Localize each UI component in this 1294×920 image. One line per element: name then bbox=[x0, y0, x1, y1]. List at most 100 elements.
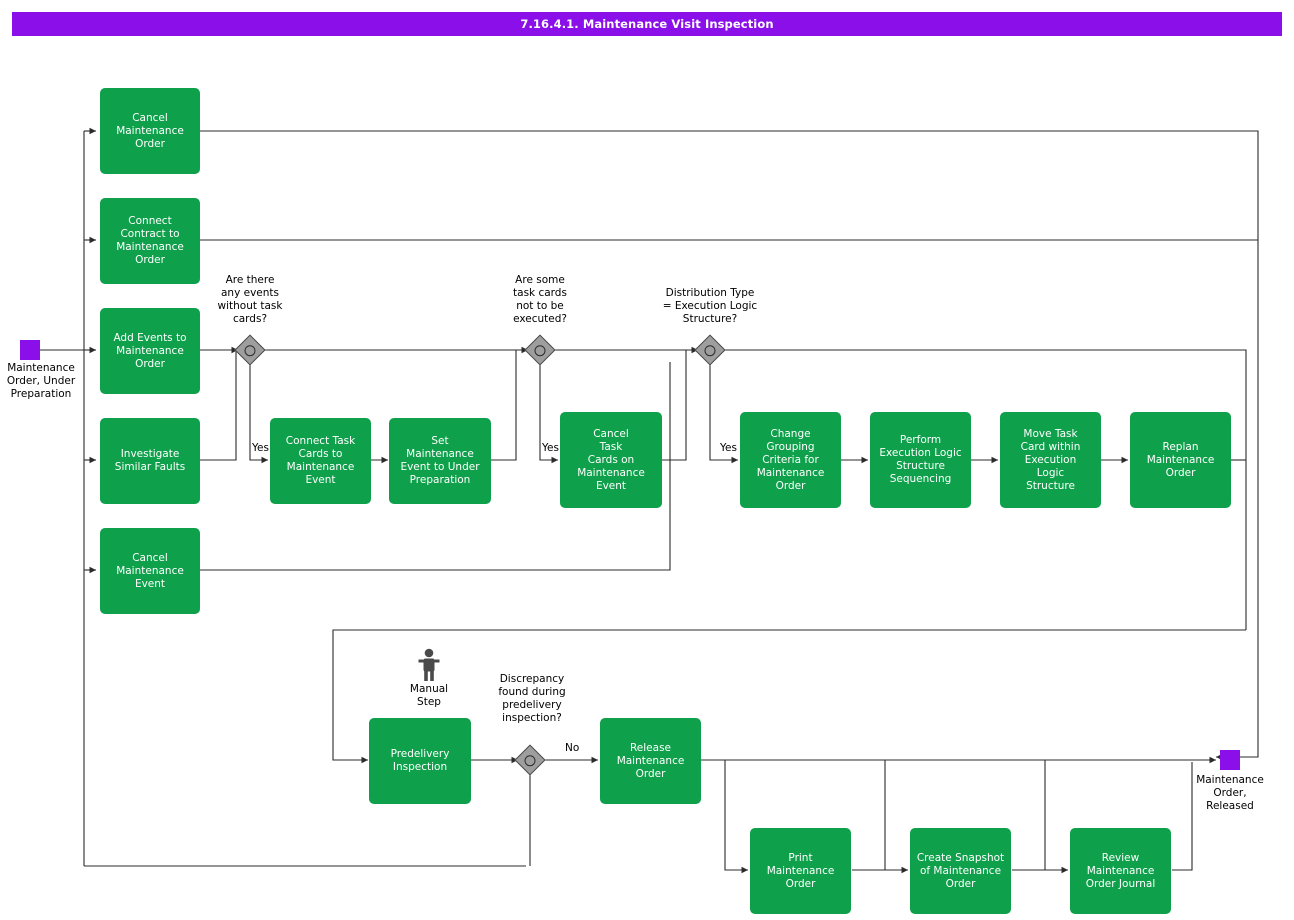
task-label-line: Maintenance bbox=[766, 864, 835, 877]
task-label-line: Cancel bbox=[132, 111, 168, 124]
task-label-line: Maintenance bbox=[756, 466, 825, 479]
task-label-line: Logic bbox=[1036, 466, 1065, 479]
gateway-event-icon bbox=[532, 342, 548, 358]
gateway-label-line: = Execution Logic bbox=[662, 300, 758, 312]
task-replan-maintenance-order[interactable]: Replan Maintenance Order bbox=[1130, 412, 1231, 508]
task-label-line: Order bbox=[135, 254, 165, 266]
task-label-line: Maintenance bbox=[1146, 453, 1215, 466]
task-add-events-to-maintenance-order[interactable]: Add Events to Maintenance Order bbox=[100, 308, 200, 394]
task-label-line: Cards to bbox=[298, 448, 343, 460]
task-cancel-task-cards-on-maintenance-event[interactable]: Cancel Task Cards on Maintenance Event bbox=[560, 412, 662, 508]
task-cancel-maintenance-order[interactable]: Cancel Maintenance Order bbox=[100, 88, 200, 174]
task-print-maintenance-order[interactable]: Print Maintenance Order bbox=[750, 828, 851, 914]
task-label-line: Maintenance bbox=[116, 344, 184, 357]
task-label-line: Maintenance bbox=[577, 466, 645, 479]
task-set-maintenance-event-to-under-preparation[interactable]: Set Maintenance Event to Under Preparati… bbox=[389, 418, 491, 504]
task-label-line: Review bbox=[1101, 851, 1140, 864]
task-change-grouping-criteria-for-maintenance-order[interactable]: Change Grouping Criteria for Maintenance… bbox=[740, 412, 841, 508]
task-label-line: Maintenance bbox=[616, 754, 685, 767]
task-move-task-card-within-execution-logic-structure[interactable]: Move Task Card within Execution Logic St… bbox=[1000, 412, 1101, 508]
task-label-line: Criteria for bbox=[762, 453, 819, 466]
task-label-line: Order bbox=[635, 767, 666, 780]
task-label-line: of Maintenance bbox=[919, 864, 1002, 877]
gateway-label-line: not to be bbox=[516, 300, 564, 312]
start-event-label-line1: Maintenance bbox=[7, 362, 75, 374]
edge-label-yes-1: Yes bbox=[251, 442, 270, 454]
task-label-line: Release bbox=[629, 741, 672, 754]
task-label-line: Order bbox=[135, 137, 165, 150]
task-label-line: Change bbox=[770, 427, 811, 440]
task-label-line: Order Journal bbox=[1085, 877, 1156, 890]
task-predelivery-inspection[interactable]: Predelivery Inspection bbox=[369, 718, 471, 804]
gateway-label-line: inspection? bbox=[502, 712, 562, 724]
task-label-line: Similar Faults bbox=[114, 461, 186, 473]
manual-step-label: Manual Step bbox=[392, 683, 466, 709]
edge-label-yes-2: Yes bbox=[541, 442, 560, 454]
task-label-line: Investigate bbox=[120, 448, 180, 460]
task-label-line: Maintenance bbox=[116, 241, 184, 253]
task-label-line: Replan bbox=[1162, 440, 1199, 453]
gateway-label-distribution-type: Distribution Type = Execution Logic Stru… bbox=[640, 287, 780, 326]
task-label-line: Order bbox=[785, 877, 816, 890]
task-label-line: Order bbox=[945, 877, 976, 890]
task-release-maintenance-order[interactable]: Release Maintenance Order bbox=[600, 718, 701, 804]
task-label-line: Move Task bbox=[1023, 427, 1078, 440]
task-label-line: Order bbox=[775, 479, 806, 492]
task-label-line: Print bbox=[788, 851, 813, 864]
start-event-label-line3: Preparation bbox=[10, 388, 72, 400]
task-label-line: Perform bbox=[899, 434, 942, 446]
task-label-line: Structure bbox=[1026, 479, 1075, 492]
gateway-label-discrepancy-predelivery: Discrepancy found during predelivery ins… bbox=[485, 673, 579, 725]
gateway-distribution-type[interactable] bbox=[694, 334, 726, 366]
gateway-label-line: Are some bbox=[515, 274, 565, 286]
task-label-line: Card within bbox=[1020, 440, 1081, 453]
task-label-line: Order bbox=[1165, 466, 1196, 479]
task-label-line: Maintenance bbox=[116, 564, 184, 577]
task-connect-contract-to-maintenance-order[interactable]: Connect Contract to Maintenance Order bbox=[100, 198, 200, 284]
edge-label-yes-3: Yes bbox=[719, 442, 738, 454]
task-label-line: Sequencing bbox=[889, 473, 952, 485]
start-event-label-line2: Order, Under bbox=[6, 375, 76, 387]
task-label-line: Cards on bbox=[587, 453, 635, 466]
gateway-events-without-task-cards[interactable] bbox=[234, 334, 266, 366]
task-label-line: Structure bbox=[896, 460, 945, 472]
gateway-event-icon bbox=[702, 342, 718, 358]
task-perform-execution-logic-structure-sequencing[interactable]: Perform Execution Logic Structure Sequen… bbox=[870, 412, 971, 508]
end-event-label: Maintenance Order, Released bbox=[1188, 774, 1272, 813]
task-label-line: Preparation bbox=[409, 474, 471, 486]
gateway-task-cards-not-executed[interactable] bbox=[524, 334, 556, 366]
task-create-snapshot-of-maintenance-order[interactable]: Create Snapshot of Maintenance Order bbox=[910, 828, 1011, 914]
gateway-label-events-without-task-cards: Are there any events without task cards? bbox=[205, 274, 295, 326]
task-label-line: Create Snapshot bbox=[916, 851, 1005, 864]
edge-label-no-1: No bbox=[564, 742, 581, 754]
task-label-line: Cancel bbox=[132, 551, 168, 564]
task-label-line: Event bbox=[134, 577, 166, 590]
task-label-line: Execution bbox=[1024, 453, 1077, 466]
task-label-line: Event to Under bbox=[400, 461, 480, 473]
gateway-label-line: predelivery bbox=[502, 699, 562, 711]
task-investigate-similar-faults[interactable]: Investigate Similar Faults bbox=[100, 418, 200, 504]
gateway-label-line: Distribution Type bbox=[665, 287, 755, 299]
task-connect-task-cards-to-maintenance-event[interactable]: Connect Task Cards to Maintenance Event bbox=[270, 418, 371, 504]
task-label-line: Maintenance bbox=[1086, 864, 1155, 877]
task-label-line: Task bbox=[599, 440, 623, 453]
gateway-label-line: any events bbox=[220, 287, 280, 299]
start-event-label: Maintenance Order, Under Preparation bbox=[0, 362, 82, 401]
task-label-line: Grouping bbox=[766, 440, 815, 453]
task-label-line: Cancel bbox=[593, 427, 629, 440]
gateway-label-line: Are there bbox=[225, 274, 275, 286]
gateway-label-line: executed? bbox=[513, 313, 567, 325]
task-label-line: Maintenance bbox=[286, 461, 355, 473]
gateway-label-line: task cards bbox=[513, 287, 567, 299]
task-review-maintenance-order-journal[interactable]: Review Maintenance Order Journal bbox=[1070, 828, 1171, 914]
task-label-line: Connect Task bbox=[285, 435, 356, 447]
gateway-discrepancy-predelivery[interactable] bbox=[514, 744, 546, 776]
task-cancel-maintenance-event[interactable]: Cancel Maintenance Event bbox=[100, 528, 200, 614]
gateway-label-line: Structure? bbox=[682, 313, 738, 325]
task-label-line: Maintenance bbox=[116, 124, 184, 137]
manual-step-icon bbox=[418, 648, 440, 681]
manual-step-label-line2: Step bbox=[417, 696, 441, 708]
start-event bbox=[20, 340, 40, 360]
task-label-line: Add Events to bbox=[113, 331, 187, 344]
